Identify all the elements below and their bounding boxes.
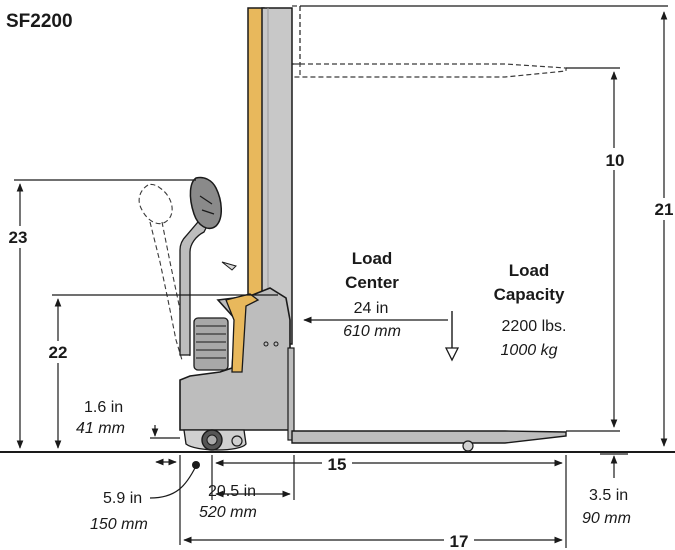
load-capacity-imperial: 2200 lbs. (502, 318, 567, 335)
dim-lift-height: 10 (606, 151, 625, 170)
dim-overall-height: 21 (655, 200, 674, 219)
dim-wheelbase-imperial: 20.5 in (208, 483, 256, 500)
load-center-title-2: Center (345, 273, 399, 292)
label-bg (652, 198, 675, 220)
raised-handle-outline (138, 183, 191, 361)
drive-wheel (183, 429, 247, 451)
label-bg (2, 226, 34, 248)
load-center-title-1: Load (352, 249, 393, 268)
control-handle (179, 176, 237, 356)
lowered-forks (291, 430, 567, 452)
load-capacity-title-2: Capacity (494, 285, 565, 304)
dim-wheel-offset-imperial: 5.9 in (103, 490, 142, 507)
dim-overall-length: 17 (450, 532, 469, 550)
label-bg (444, 532, 474, 550)
raised-forks-outline (292, 5, 567, 78)
dimension-lines (14, 5, 668, 548)
dim-platform-height: 22 (49, 343, 68, 362)
load-center-metric: 610 mm (343, 323, 401, 340)
label-bg (44, 341, 76, 363)
load-center-imperial: 24 in (354, 300, 389, 317)
label-bg (322, 455, 352, 473)
dim-fork-length: 15 (328, 455, 347, 474)
dim-clearance-metric: 41 mm (76, 420, 125, 437)
truck-body (179, 287, 295, 441)
wheel-axis-dot (192, 461, 200, 469)
load-capacity-metric: 1000 kg (501, 342, 558, 359)
label-bg (604, 148, 626, 170)
dim-wheel-offset-metric: 150 mm (90, 516, 148, 533)
dim-fork-height-metric: 90 mm (582, 510, 631, 527)
load-capacity-title-1: Load (509, 261, 550, 280)
dim-handle-height: 23 (9, 228, 28, 247)
model-title: SF2200 (6, 11, 73, 32)
load-center-marker (444, 311, 460, 362)
dim-fork-height-imperial: 3.5 in (589, 487, 628, 504)
dim-wheelbase-metric: 520 mm (199, 504, 257, 521)
dim-clearance-imperial: 1.6 in (84, 399, 123, 416)
